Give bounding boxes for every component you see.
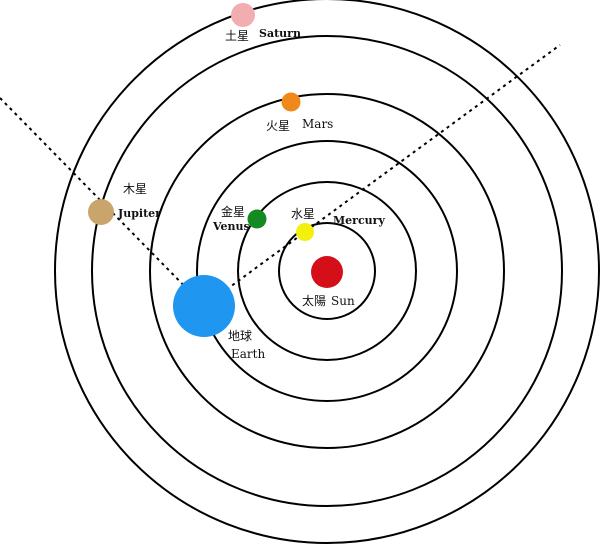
- earth-body: [173, 275, 235, 337]
- earth-label-cn: 地球: [228, 329, 252, 343]
- saturn-label-en: Saturn: [259, 27, 301, 40]
- sun-label-cn: 太陽: [302, 293, 326, 308]
- mars-body: [281, 92, 301, 112]
- orbit-jupiter: [91, 35, 563, 507]
- orbits: [54, 0, 600, 544]
- venus-label-cn: 金星: [221, 204, 245, 219]
- earth-label-en: Earth: [231, 347, 265, 361]
- mercury-body: [296, 223, 314, 241]
- saturn-body: [231, 3, 255, 27]
- orbit-venus: [237, 181, 417, 361]
- orbit-earth: [196, 140, 458, 402]
- jupiter-label-en: Jupiter: [117, 207, 161, 220]
- saturn-label-cn: 土星: [225, 29, 249, 43]
- mars-label-cn: 火星: [266, 119, 290, 133]
- orbit-mars: [149, 93, 505, 449]
- jupiter-label-cn: 木星: [123, 182, 147, 196]
- mars-label-en: Mars: [302, 117, 333, 131]
- mercury-label-en: Mercury: [333, 214, 385, 227]
- venus-label-en: Venus: [212, 220, 250, 233]
- jupiter-body: [88, 199, 114, 225]
- sun-body: [311, 256, 343, 288]
- sightline-earth-mercury: [203, 44, 561, 307]
- mercury-label-cn: 水星: [291, 207, 315, 221]
- sun-label-en: Sun: [331, 294, 355, 308]
- orbit-mercury: [278, 222, 376, 320]
- orbit-saturn: [54, 0, 600, 544]
- venus-body: [247, 209, 267, 229]
